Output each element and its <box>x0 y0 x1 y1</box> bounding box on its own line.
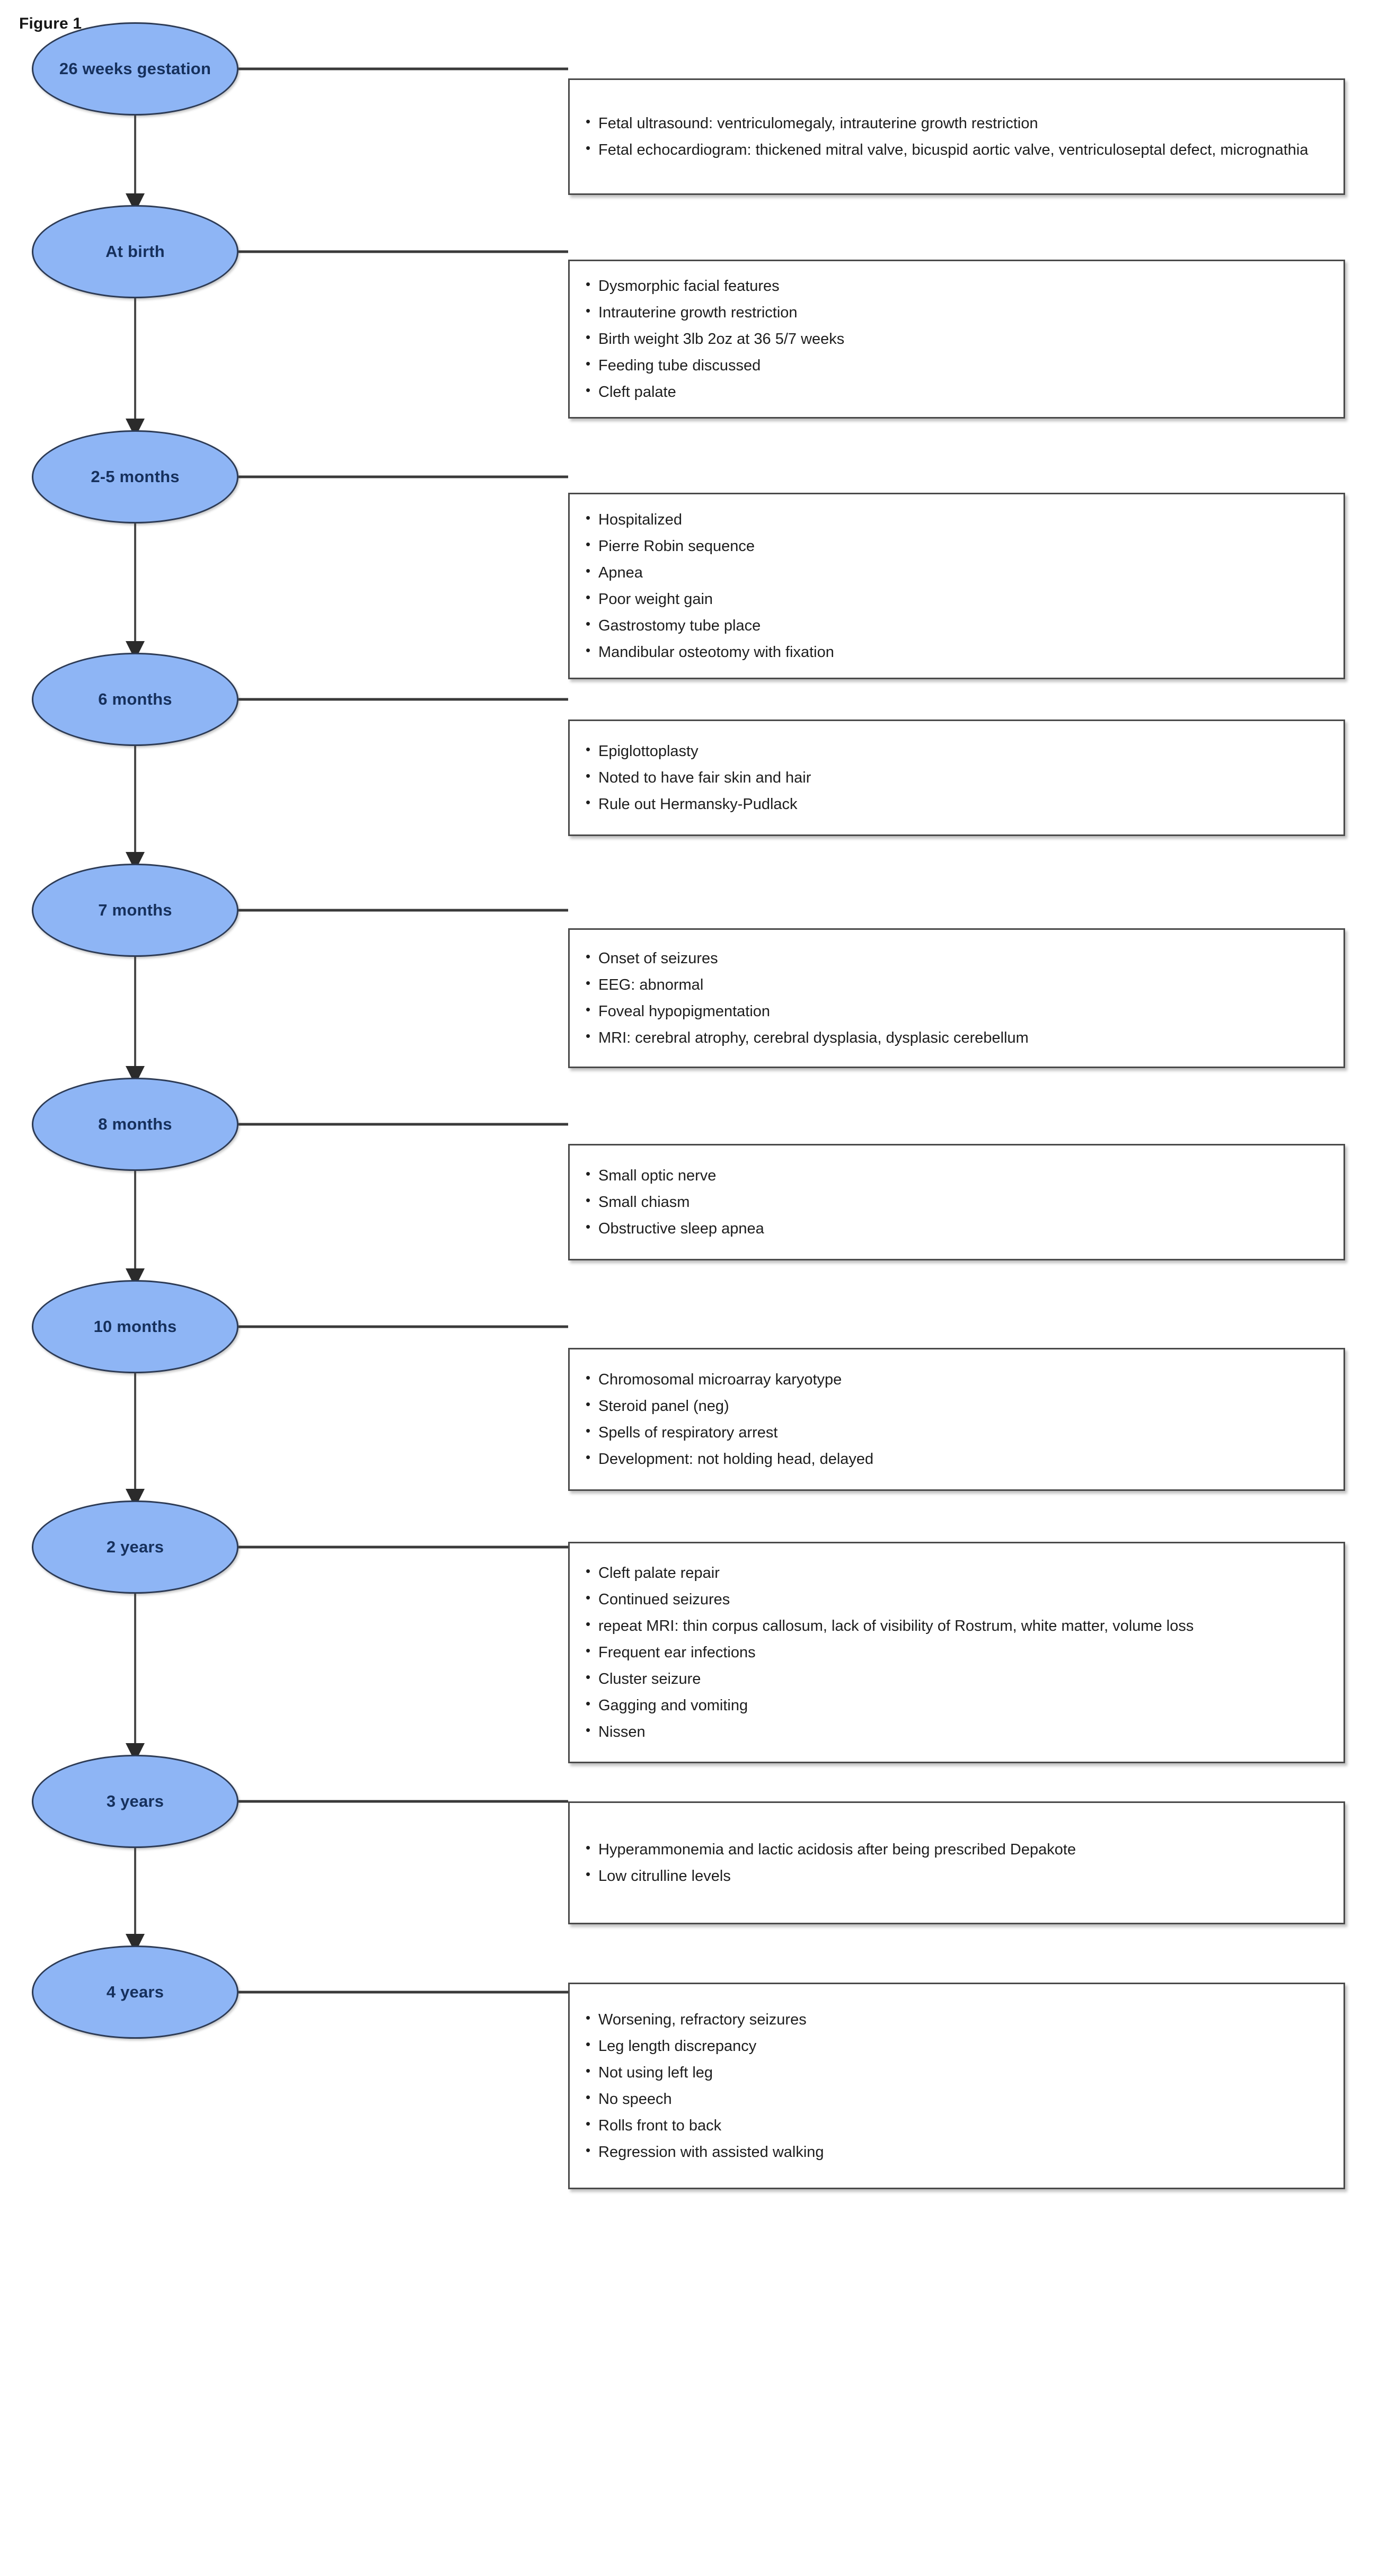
finding-item: Small chiasm <box>585 1190 1328 1214</box>
finding-list: Worsening, refractory seizuresLeg length… <box>585 2007 1328 2164</box>
finding-item: Continued seizures <box>585 1587 1328 1611</box>
finding-item: Apnea <box>585 561 1328 584</box>
finding-item: Hospitalized <box>585 508 1328 531</box>
finding-list: Chromosomal microarray karyotypeSteroid … <box>585 1367 1328 1471</box>
finding-item: Leg length discrepancy <box>585 2034 1328 2058</box>
finding-item: Steroid panel (neg) <box>585 1394 1328 1418</box>
finding-item: Foveal hypopigmentation <box>585 999 1328 1023</box>
finding-item: Rolls front to back <box>585 2113 1328 2137</box>
stage-node-label: 7 months <box>98 900 172 919</box>
finding-item: Feeding tube discussed <box>585 353 1328 377</box>
stage-node-2-years[interactable]: 2 years <box>32 1500 238 1594</box>
detail-box-2-years: Cleft palate repairContinued seizures rep… <box>568 1542 1345 1763</box>
finding-item: Chromosomal microarray karyotype <box>585 1367 1328 1391</box>
finding-item: EEG: abnormal <box>585 973 1328 997</box>
horizontal-connectors <box>238 67 568 1994</box>
finding-list: Fetal ultrasound: ventriculomegaly, intr… <box>585 111 1328 162</box>
finding-item: Hyperammonemia and lactic acidosis after… <box>585 1837 1328 1861</box>
finding-item: Intrauterine growth restriction <box>585 300 1328 324</box>
finding-item: repeat MRI: thin corpus callosum, lack o… <box>585 1614 1328 1638</box>
finding-item: Dysmorphic facial features <box>585 274 1328 298</box>
finding-item: Fetal ultrasound: ventriculomegaly, intr… <box>585 111 1328 135</box>
stage-node-2-5-months[interactable]: 2-5 months <box>32 430 238 523</box>
stage-node-7-months[interactable]: 7 months <box>32 864 238 957</box>
finding-list: Small optic nerveSmall chiasmObstructive… <box>585 1163 1328 1240</box>
stage-node-label: At birth <box>105 242 165 261</box>
finding-list: HospitalizedPierre Robin sequenceApneaPo… <box>585 508 1328 664</box>
detail-box-10-months: Chromosomal microarray karyotypeSteroid … <box>568 1348 1345 1491</box>
finding-item: Obstructive sleep apnea <box>585 1216 1328 1240</box>
finding-item: Fetal echocardiogram: thickened mitral v… <box>585 138 1328 162</box>
stage-node-label: 10 months <box>93 1317 177 1336</box>
finding-item: Onset of seizures <box>585 946 1328 970</box>
finding-item: Low citrulline levels <box>585 1864 1328 1888</box>
finding-item: No speech <box>585 2087 1328 2111</box>
detail-box-4-years: Worsening, refractory seizuresLeg length… <box>568 1983 1345 2189</box>
detail-box-2-5-months: HospitalizedPierre Robin sequenceApneaPo… <box>568 493 1345 679</box>
stage-node-label: 2 years <box>106 1537 164 1556</box>
finding-item: Gastrostomy tube place <box>585 614 1328 637</box>
finding-item: Regression with assisted walking <box>585 2140 1328 2164</box>
finding-list: Cleft palate repairContinued seizures rep… <box>585 1561 1328 1744</box>
stage-node-label: 6 months <box>98 689 172 708</box>
finding-item: Frequent ear infections <box>585 1640 1328 1664</box>
stage-node-label: 2-5 months <box>91 467 180 486</box>
stage-node-10-months[interactable]: 10 months <box>32 1280 238 1373</box>
stage-node-8-months[interactable]: 8 months <box>32 1078 238 1171</box>
finding-item: Spells of respiratory arrest <box>585 1420 1328 1444</box>
finding-item: Epiglottoplasty <box>585 739 1328 763</box>
stage-node-label: 8 months <box>98 1114 172 1133</box>
detail-box-3-years: Hyperammonemia and lactic acidosis after… <box>568 1801 1345 1924</box>
finding-item: Rule out Hermansky-Pudlack <box>585 792 1328 816</box>
stage-node-26-weeks-gestation[interactable]: 26 weeks gestation <box>32 22 238 116</box>
detail-box-6-months: EpiglottoplastyNoted to have fair skin a… <box>568 719 1345 836</box>
finding-item: Pierre Robin sequence <box>585 534 1328 558</box>
finding-item: Birth weight 3lb 2oz at 36 5/7 weeks <box>585 327 1328 351</box>
stage-node-4-years[interactable]: 4 years <box>32 1946 238 2039</box>
finding-item: MRI: cerebral atrophy, cerebral dysplasi… <box>585 1026 1328 1050</box>
stage-node-label: 26 weeks gestation <box>59 59 211 78</box>
stage-node-6-months[interactable]: 6 months <box>32 653 238 746</box>
figure-label: Figure 1 <box>19 15 82 32</box>
finding-item: Development: not holding head, delayed <box>585 1447 1328 1471</box>
stage-node-label: 3 years <box>106 1791 164 1810</box>
stage-node-3-years[interactable]: 3 years <box>32 1755 238 1848</box>
finding-item: Worsening, refractory seizures <box>585 2007 1328 2031</box>
stage-node-at-birth[interactable]: At birth <box>32 205 238 298</box>
finding-item: Poor weight gain <box>585 587 1328 611</box>
finding-item: Mandibular osteotomy with fixation <box>585 640 1328 664</box>
finding-item: Gagging and vomiting <box>585 1693 1328 1717</box>
finding-item: Not using left leg <box>585 2060 1328 2084</box>
finding-list: EpiglottoplastyNoted to have fair skin a… <box>585 739 1328 816</box>
finding-item: Cleft palate repair <box>585 1561 1328 1585</box>
finding-item: Cluster seizure <box>585 1667 1328 1691</box>
finding-item: Cleft palate <box>585 380 1328 404</box>
finding-item: Small optic nerve <box>585 1163 1328 1187</box>
detail-box-7-months: Onset of seizuresEEG: abnormalFoveal hyp… <box>568 928 1345 1068</box>
finding-list: Hyperammonemia and lactic acidosis after… <box>585 1837 1328 1888</box>
finding-list: Onset of seizuresEEG: abnormalFoveal hyp… <box>585 946 1328 1050</box>
stage-node-label: 4 years <box>106 1982 164 2001</box>
detail-box-26-weeks-gestation: Fetal ultrasound: ventriculomegaly, intr… <box>568 78 1345 195</box>
finding-item: Noted to have fair skin and hair <box>585 766 1328 789</box>
finding-item: Nissen <box>585 1720 1328 1744</box>
finding-list: Dysmorphic facial featuresIntrauterine g… <box>585 274 1328 404</box>
detail-box-at-birth: Dysmorphic facial featuresIntrauterine g… <box>568 260 1345 419</box>
detail-box-8-months: Small optic nerveSmall chiasmObstructive… <box>568 1144 1345 1260</box>
